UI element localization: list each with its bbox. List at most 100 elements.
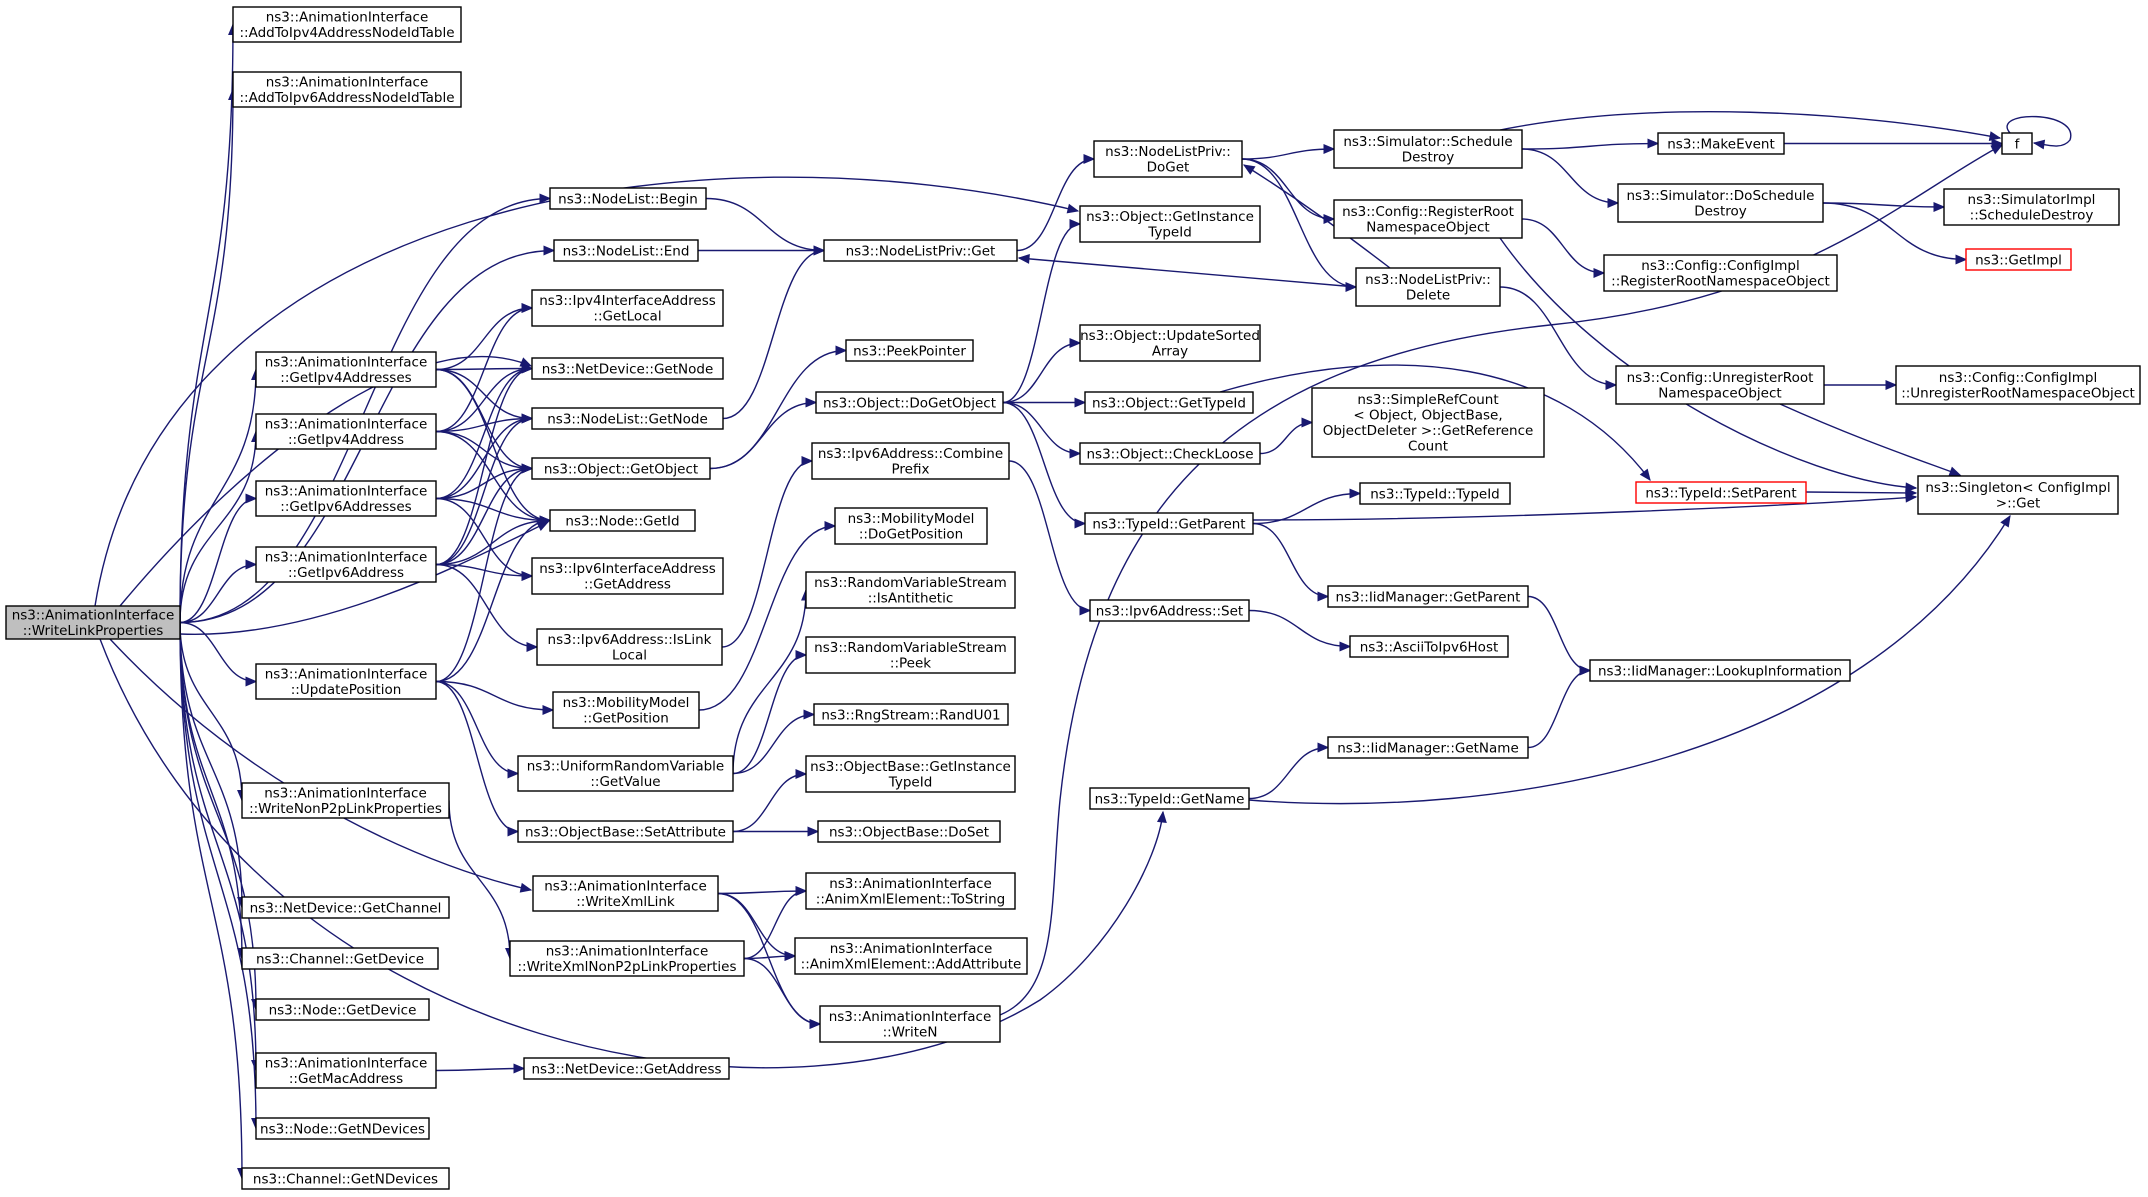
- node-box-ndgetaddr[interactable]: [523, 1057, 730, 1080]
- node-box-nlpdelete[interactable]: [1355, 267, 1501, 307]
- node-box-tidtypeid[interactable]: [1359, 482, 1511, 505]
- node-box-ndgetchannel[interactable]: [241, 896, 450, 919]
- node-box-mmdogetpos[interactable]: [834, 507, 988, 545]
- node-nodegetdevice[interactable]: ns3::Node::GetDevice: [255, 998, 430, 1021]
- node-box-singletonget[interactable]: [1917, 475, 2119, 515]
- node-makeevent[interactable]: ns3::MakeEvent: [1657, 132, 1785, 155]
- node-peekptr[interactable]: ns3::PeekPointer: [845, 339, 974, 362]
- node-box-rvspeek[interactable]: [805, 636, 1016, 674]
- node-getipv4s[interactable]: ns3::AnimationInterface::GetIpv4Addresse…: [255, 351, 437, 388]
- node-iidlookup[interactable]: ns3::IidManager::LookupInformation: [1589, 659, 1851, 682]
- node-box-nlbegin[interactable]: [549, 187, 707, 210]
- node-box-simsched[interactable]: [1333, 129, 1523, 169]
- node-box-writelink[interactable]: [5, 605, 181, 640]
- node-axmladdattr[interactable]: ns3::AnimationInterface::AnimXmlElement:…: [794, 937, 1028, 975]
- node-box-rvsanti[interactable]: [805, 571, 1016, 609]
- node-box-tidsetparent[interactable]: [1635, 481, 1807, 504]
- node-nodegetndev[interactable]: ns3::Node::GetNDevices: [255, 1117, 430, 1140]
- node-writelink[interactable]: ns3::AnimationInterface::WriteLinkProper…: [5, 605, 181, 640]
- node-box-updatepos[interactable]: [255, 663, 437, 700]
- node-box-addv4[interactable]: [232, 6, 462, 43]
- node-box-getipv4s[interactable]: [255, 351, 437, 388]
- node-box-simimplsched[interactable]: [1943, 188, 2120, 226]
- node-box-iidgetparent[interactable]: [1327, 585, 1529, 608]
- node-mmgetpos[interactable]: ns3::MobilityModel::GetPosition: [552, 691, 700, 729]
- node-box-ndgetnode[interactable]: [531, 357, 724, 380]
- node-box-cfgunreg[interactable]: [1615, 365, 1825, 405]
- node-tidgetparent[interactable]: ns3::TypeId::GetParent: [1084, 512, 1254, 535]
- node-singletonget[interactable]: ns3::Singleton< ConfigImpl>::Get: [1917, 475, 2119, 515]
- node-box-ipv6ifaddr[interactable]: [531, 557, 724, 595]
- node-box-ipv6set[interactable]: [1089, 599, 1250, 622]
- node-ipv6set[interactable]: ns3::Ipv6Address::Set: [1089, 599, 1250, 622]
- node-writenonp2p[interactable]: ns3::AnimationInterface::WriteNonP2pLink…: [241, 782, 450, 819]
- node-box-writexmlnonp2p[interactable]: [509, 940, 745, 977]
- node-getmac[interactable]: ns3::AnimationInterface::GetMacAddress: [255, 1052, 437, 1089]
- node-updatepos[interactable]: ns3::AnimationInterface::UpdatePosition: [255, 663, 437, 700]
- node-box-nlpget[interactable]: [823, 239, 1018, 262]
- node-cfgregroot[interactable]: ns3::Config::RegisterRootNamespaceObject: [1333, 199, 1523, 239]
- node-box-nlgetnode[interactable]: [531, 407, 724, 430]
- node-box-f[interactable]: [2001, 132, 2033, 155]
- node-objgetobj[interactable]: ns3::Object::GetObject: [531, 457, 711, 480]
- node-box-mmgetpos[interactable]: [552, 691, 700, 729]
- node-cfgimplreg[interactable]: ns3::Config::ConfigImpl::RegisterRootNam…: [1603, 254, 1838, 292]
- node-box-srcgetref[interactable]: [1311, 387, 1545, 458]
- node-box-writenonp2p[interactable]: [241, 782, 450, 819]
- node-simimplsched[interactable]: ns3::SimulatorImpl::ScheduleDestroy: [1943, 188, 2120, 226]
- node-objgettypeid[interactable]: ns3::Object::GetTypeId: [1084, 391, 1254, 414]
- node-box-getipv6[interactable]: [255, 546, 437, 583]
- node-box-cfgimplunreg[interactable]: [1895, 365, 2141, 405]
- node-cfgimplunreg[interactable]: ns3::Config::ConfigImpl::UnregisterRootN…: [1895, 365, 2141, 405]
- node-getipv6[interactable]: ns3::AnimationInterface::GetIpv6Address: [255, 546, 437, 583]
- node-box-writen[interactable]: [819, 1005, 1001, 1043]
- node-box-tidgetname[interactable]: [1089, 787, 1250, 810]
- node-axmltostring[interactable]: ns3::AnimationInterface::AnimXmlElement:…: [805, 872, 1016, 910]
- node-obdoset[interactable]: ns3::ObjectBase::DoSet: [817, 820, 1001, 843]
- node-box-asciitoipv6[interactable]: [1349, 635, 1509, 658]
- node-chgetdevice[interactable]: ns3::Channel::GetDevice: [241, 947, 439, 970]
- node-rvspeek[interactable]: ns3::RandomVariableStream::Peek: [805, 636, 1016, 674]
- node-rngrand[interactable]: ns3::RngStream::RandU01: [813, 703, 1009, 726]
- node-box-objdogetobj[interactable]: [815, 391, 1004, 414]
- node-nlgetnode[interactable]: ns3::NodeList::GetNode: [531, 407, 724, 430]
- node-nlpdoget[interactable]: ns3::NodeListPriv::DoGet: [1093, 140, 1243, 178]
- node-objdogetobj[interactable]: ns3::Object::DoGetObject: [815, 391, 1004, 414]
- node-mmdogetpos[interactable]: ns3::MobilityModel::DoGetPosition: [834, 507, 988, 545]
- node-addv6[interactable]: ns3::AnimationInterface::AddToIpv6Addres…: [232, 71, 462, 108]
- node-getipv6s[interactable]: ns3::AnimationInterface::GetIpv6Addresse…: [255, 480, 437, 517]
- node-writen[interactable]: ns3::AnimationInterface::WriteN: [819, 1005, 1001, 1043]
- node-box-peekptr[interactable]: [845, 339, 974, 362]
- node-srcgetref[interactable]: ns3::SimpleRefCount< Object, ObjectBase,…: [1311, 387, 1545, 458]
- node-box-tidgetparent[interactable]: [1084, 512, 1254, 535]
- node-box-obdoset[interactable]: [817, 820, 1001, 843]
- node-box-objcheckloose[interactable]: [1079, 442, 1261, 465]
- node-tidtypeid[interactable]: ns3::TypeId::TypeId: [1359, 482, 1511, 505]
- node-iidgetparent[interactable]: ns3::IidManager::GetParent: [1327, 585, 1529, 608]
- node-box-writexmllink[interactable]: [532, 875, 719, 912]
- node-nlpget[interactable]: ns3::NodeListPriv::Get: [823, 239, 1018, 262]
- node-ndgetaddr[interactable]: ns3::NetDevice::GetAddress: [523, 1057, 730, 1080]
- node-writexmllink[interactable]: ns3::AnimationInterface::WriteXmlLink: [532, 875, 719, 912]
- node-box-axmltostring[interactable]: [805, 872, 1016, 910]
- node-box-nodegetndev[interactable]: [255, 1117, 430, 1140]
- node-getipv4[interactable]: ns3::AnimationInterface::GetIpv4Address: [255, 413, 437, 450]
- node-box-nlpdoget[interactable]: [1093, 140, 1243, 178]
- node-box-chgetndev[interactable]: [241, 1167, 450, 1190]
- node-writexmlnonp2p[interactable]: ns3::AnimationInterface::WriteXmlNonP2pL…: [509, 940, 745, 977]
- node-ipv4ifaddr[interactable]: ns3::Ipv4InterfaceAddress::GetLocal: [531, 289, 724, 327]
- node-ipv6ifaddr[interactable]: ns3::Ipv6InterfaceAddress::GetAddress: [531, 557, 724, 595]
- node-nlend[interactable]: ns3::NodeList::End: [553, 239, 699, 262]
- node-box-obgetinst[interactable]: [805, 755, 1016, 793]
- node-urvgetval[interactable]: ns3::UniformRandomVariable::GetValue: [517, 755, 734, 792]
- node-box-urvgetval[interactable]: [517, 755, 734, 792]
- node-box-iidlookup[interactable]: [1589, 659, 1851, 682]
- node-box-chgetdevice[interactable]: [241, 947, 439, 970]
- node-box-cfgimplreg[interactable]: [1603, 254, 1838, 292]
- node-nodegetid[interactable]: ns3::Node::GetId: [549, 509, 696, 532]
